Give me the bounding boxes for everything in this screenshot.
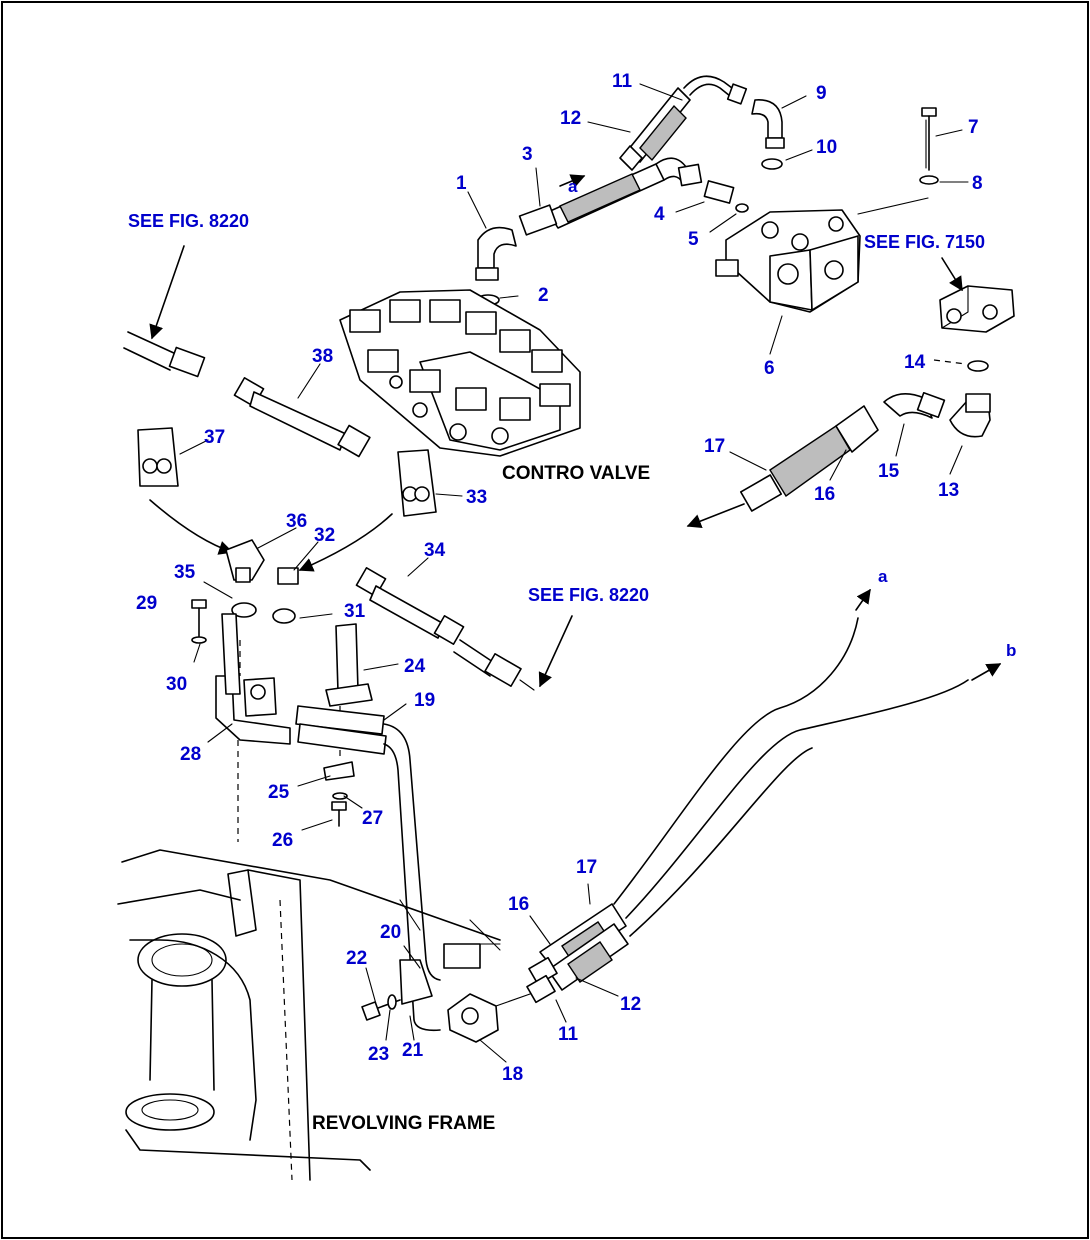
lower-hoses: [526, 617, 969, 1004]
ref-fig-8220-lower: SEE FIG. 8220: [528, 585, 649, 605]
pilot-valve-6: [715, 197, 929, 313]
label-28: 28: [180, 744, 201, 765]
label-37: 37: [204, 427, 225, 448]
label-2: 2: [538, 285, 549, 306]
label-8: 8: [972, 173, 983, 194]
label-11-upper: 11: [612, 71, 633, 92]
label-38: 38: [312, 346, 333, 367]
pipe-19: [295, 705, 501, 1032]
ref-fig-7150: SEE FIG. 7150: [864, 232, 985, 252]
control-valve: [339, 289, 581, 457]
label-1: 1: [456, 173, 467, 194]
letter-a-upper: a: [568, 177, 578, 196]
brackets: [191, 599, 373, 842]
revolving-frame: [117, 849, 501, 1181]
label-36: 36: [286, 511, 307, 532]
fittings-cluster: [137, 427, 437, 624]
valve-block-7150: [939, 285, 1015, 372]
tee-18: [447, 993, 531, 1043]
part-labels: 11 12 9 10 3 a 1 2 4 5 6 7 8 SEE FIG. 71…: [128, 71, 1016, 1134]
label-16-upper: 16: [814, 484, 835, 505]
upper-hose-assembly: [475, 75, 939, 306]
ref-fig-8220-upper: SEE FIG. 8220: [128, 211, 249, 231]
hose-38: [123, 331, 371, 458]
label-9: 9: [816, 83, 827, 104]
caption-control-valve: CONTRO VALVE: [502, 463, 650, 484]
label-12-upper: 12: [560, 108, 581, 129]
label-15: 15: [878, 461, 900, 482]
right-hose-assembly: [739, 391, 991, 512]
label-29: 29: [136, 593, 157, 614]
label-6: 6: [764, 358, 775, 379]
caption-revolving-frame: REVOLVING FRAME: [312, 1113, 495, 1134]
label-16-lower: 16: [508, 894, 529, 915]
label-10: 10: [816, 137, 837, 158]
label-17-upper: 17: [704, 436, 725, 457]
label-19: 19: [414, 690, 435, 711]
label-17-lower: 17: [576, 857, 597, 878]
label-24: 24: [404, 656, 426, 677]
label-22: 22: [346, 948, 367, 969]
label-33: 33: [466, 487, 487, 508]
label-20: 20: [380, 922, 401, 943]
o-ring-14: [967, 360, 989, 372]
label-31: 31: [344, 601, 366, 622]
hose-34: [355, 567, 535, 691]
bolt-22: [361, 994, 401, 1021]
label-23: 23: [368, 1044, 389, 1065]
label-12-lower: 12: [620, 994, 641, 1015]
label-32: 32: [314, 525, 335, 546]
label-30: 30: [166, 674, 187, 695]
label-18: 18: [502, 1064, 523, 1085]
leader-lines: [149, 83, 1002, 1063]
letter-a-lower: a: [878, 567, 888, 586]
o-ring-10: [761, 158, 783, 170]
label-11-lower: 11: [558, 1024, 579, 1045]
label-5: 5: [688, 229, 699, 250]
letter-b: b: [1006, 641, 1016, 660]
label-21: 21: [402, 1040, 424, 1061]
label-14: 14: [904, 352, 926, 373]
label-3: 3: [522, 144, 533, 165]
label-4: 4: [654, 204, 665, 225]
label-25: 25: [268, 782, 290, 803]
label-27: 27: [362, 808, 383, 829]
label-34: 34: [424, 540, 446, 561]
label-26: 26: [272, 830, 293, 851]
label-7: 7: [968, 117, 979, 138]
label-35: 35: [174, 562, 196, 583]
label-13: 13: [938, 480, 959, 501]
